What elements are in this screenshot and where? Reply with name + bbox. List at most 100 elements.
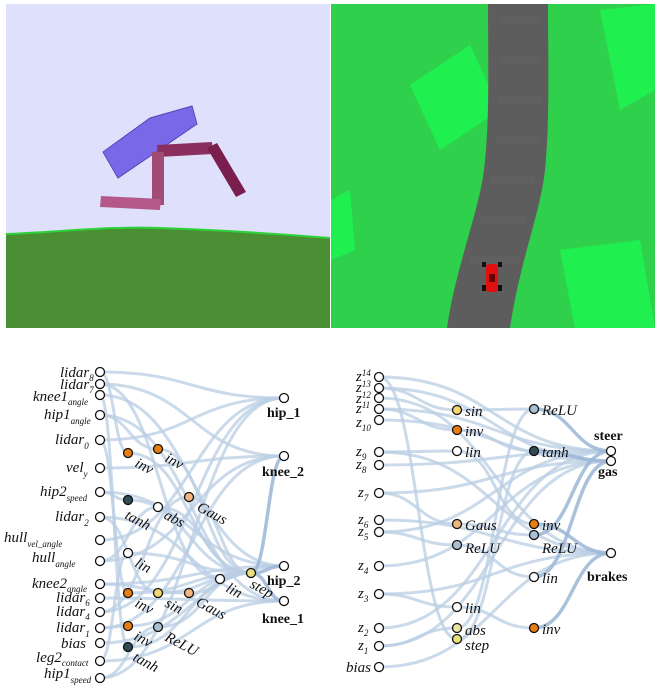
input-label: z10	[355, 415, 371, 433]
input-node	[373, 560, 385, 572]
activation-label: lin	[465, 445, 481, 461]
left-output-labels: hip_1 knee_2 hip_2 knee_1	[262, 406, 304, 627]
activation-label: ReLU	[541, 403, 578, 419]
input-node	[373, 514, 385, 526]
hidden-node-lin	[451, 445, 463, 457]
activation-label: lin	[465, 601, 481, 617]
input-label: z8	[355, 457, 367, 475]
input-label: z14	[355, 368, 371, 385]
output-node-knee-1	[278, 595, 290, 607]
connection-edge	[99, 596, 285, 603]
walker-upper-leg-left	[152, 152, 164, 205]
input-node	[94, 592, 106, 604]
hidden-node-lin	[214, 573, 226, 585]
activation-label: inv	[542, 622, 561, 638]
connection-edge	[99, 396, 285, 542]
output-node-brakes	[605, 547, 617, 559]
activation-label: ReLU	[541, 541, 578, 557]
connection-edge	[99, 551, 129, 663]
hidden-node-gaus	[183, 491, 195, 503]
hidden-node-sin	[451, 404, 463, 416]
connection-edge	[99, 382, 221, 581]
input-label: z9	[355, 444, 367, 462]
connection-edge	[378, 407, 612, 453]
hidden-node-gaus	[451, 518, 463, 530]
activation-label: tanh	[542, 445, 569, 461]
input-node	[94, 637, 106, 649]
connection-edge	[378, 386, 612, 463]
connection-edge	[99, 454, 285, 470]
input-node	[373, 414, 385, 426]
input-label: z11	[355, 400, 370, 417]
input-node	[373, 382, 385, 394]
connection-edge	[378, 551, 612, 669]
input-node	[373, 588, 385, 600]
connection-edge	[378, 551, 612, 596]
activation-label: sin	[465, 404, 483, 420]
input-label: bias	[346, 660, 371, 676]
hidden-node-inv	[528, 518, 540, 530]
connection-edge	[127, 571, 252, 649]
input-label: lidar8	[60, 365, 94, 383]
activation-label: abs	[465, 623, 486, 639]
output-label: brakes	[587, 570, 628, 585]
input-label: z2	[357, 620, 369, 638]
walker-hull	[102, 105, 198, 179]
connection-edge	[99, 490, 285, 568]
left-hidden-nodes	[122, 443, 257, 653]
output-label: knee_1	[262, 612, 304, 627]
race-car	[482, 262, 502, 292]
right-output-labels: steer gas brakes	[587, 429, 628, 585]
input-node	[94, 622, 106, 634]
connection-edge	[456, 543, 535, 579]
hidden-node-relu	[152, 621, 164, 633]
input-node	[94, 366, 106, 378]
connection-edge	[378, 450, 612, 555]
activation-label: lin	[132, 555, 154, 577]
output-node-steer	[605, 445, 617, 457]
left-network-edges	[98, 370, 285, 680]
connection-edge	[533, 459, 612, 579]
input-node	[373, 392, 385, 404]
input-label: z6	[357, 512, 369, 530]
connection-edge	[98, 393, 130, 649]
connection-edge	[456, 407, 535, 630]
activation-label: inv	[162, 450, 186, 473]
connection-edge	[533, 551, 612, 630]
left-network-diagram: lidar8 lidar7 knee1angle hip1angle lidar…	[4, 365, 304, 685]
connection-edge	[378, 459, 612, 495]
input-node	[373, 661, 385, 673]
input-label: z7	[357, 485, 369, 503]
connection-edge	[157, 447, 252, 575]
hidden-node-lin	[451, 601, 463, 613]
grass-tile	[560, 240, 655, 328]
input-node	[373, 446, 385, 458]
hidden-node-abs	[451, 622, 463, 634]
input-label: hullangle	[32, 550, 75, 569]
input-node	[373, 487, 385, 499]
input-node	[94, 389, 106, 401]
activation-label: ReLU	[161, 629, 201, 661]
input-node	[94, 409, 106, 421]
input-node	[373, 371, 385, 383]
input-node	[94, 434, 106, 446]
input-label: hip2speed	[40, 484, 88, 503]
connection-edge	[378, 449, 458, 454]
connection-edge	[456, 449, 535, 526]
input-label: lidar4	[56, 604, 90, 622]
activation-label: Gaus	[465, 518, 497, 534]
ground-edge	[5, 226, 331, 239]
input-label: leg2contact	[36, 650, 89, 668]
grass-tile	[331, 190, 355, 260]
activation-label: lin	[223, 580, 245, 602]
input-node	[94, 555, 106, 567]
activation-label: sin	[162, 595, 185, 617]
hidden-node-lin	[122, 547, 134, 559]
input-label: lidar0	[55, 432, 89, 451]
input-node	[94, 655, 106, 667]
hidden-node-inv	[122, 447, 134, 459]
connection-edge	[99, 505, 159, 563]
connection-edge	[378, 407, 458, 432]
connection-edge	[456, 428, 535, 453]
connection-edge	[378, 518, 612, 555]
